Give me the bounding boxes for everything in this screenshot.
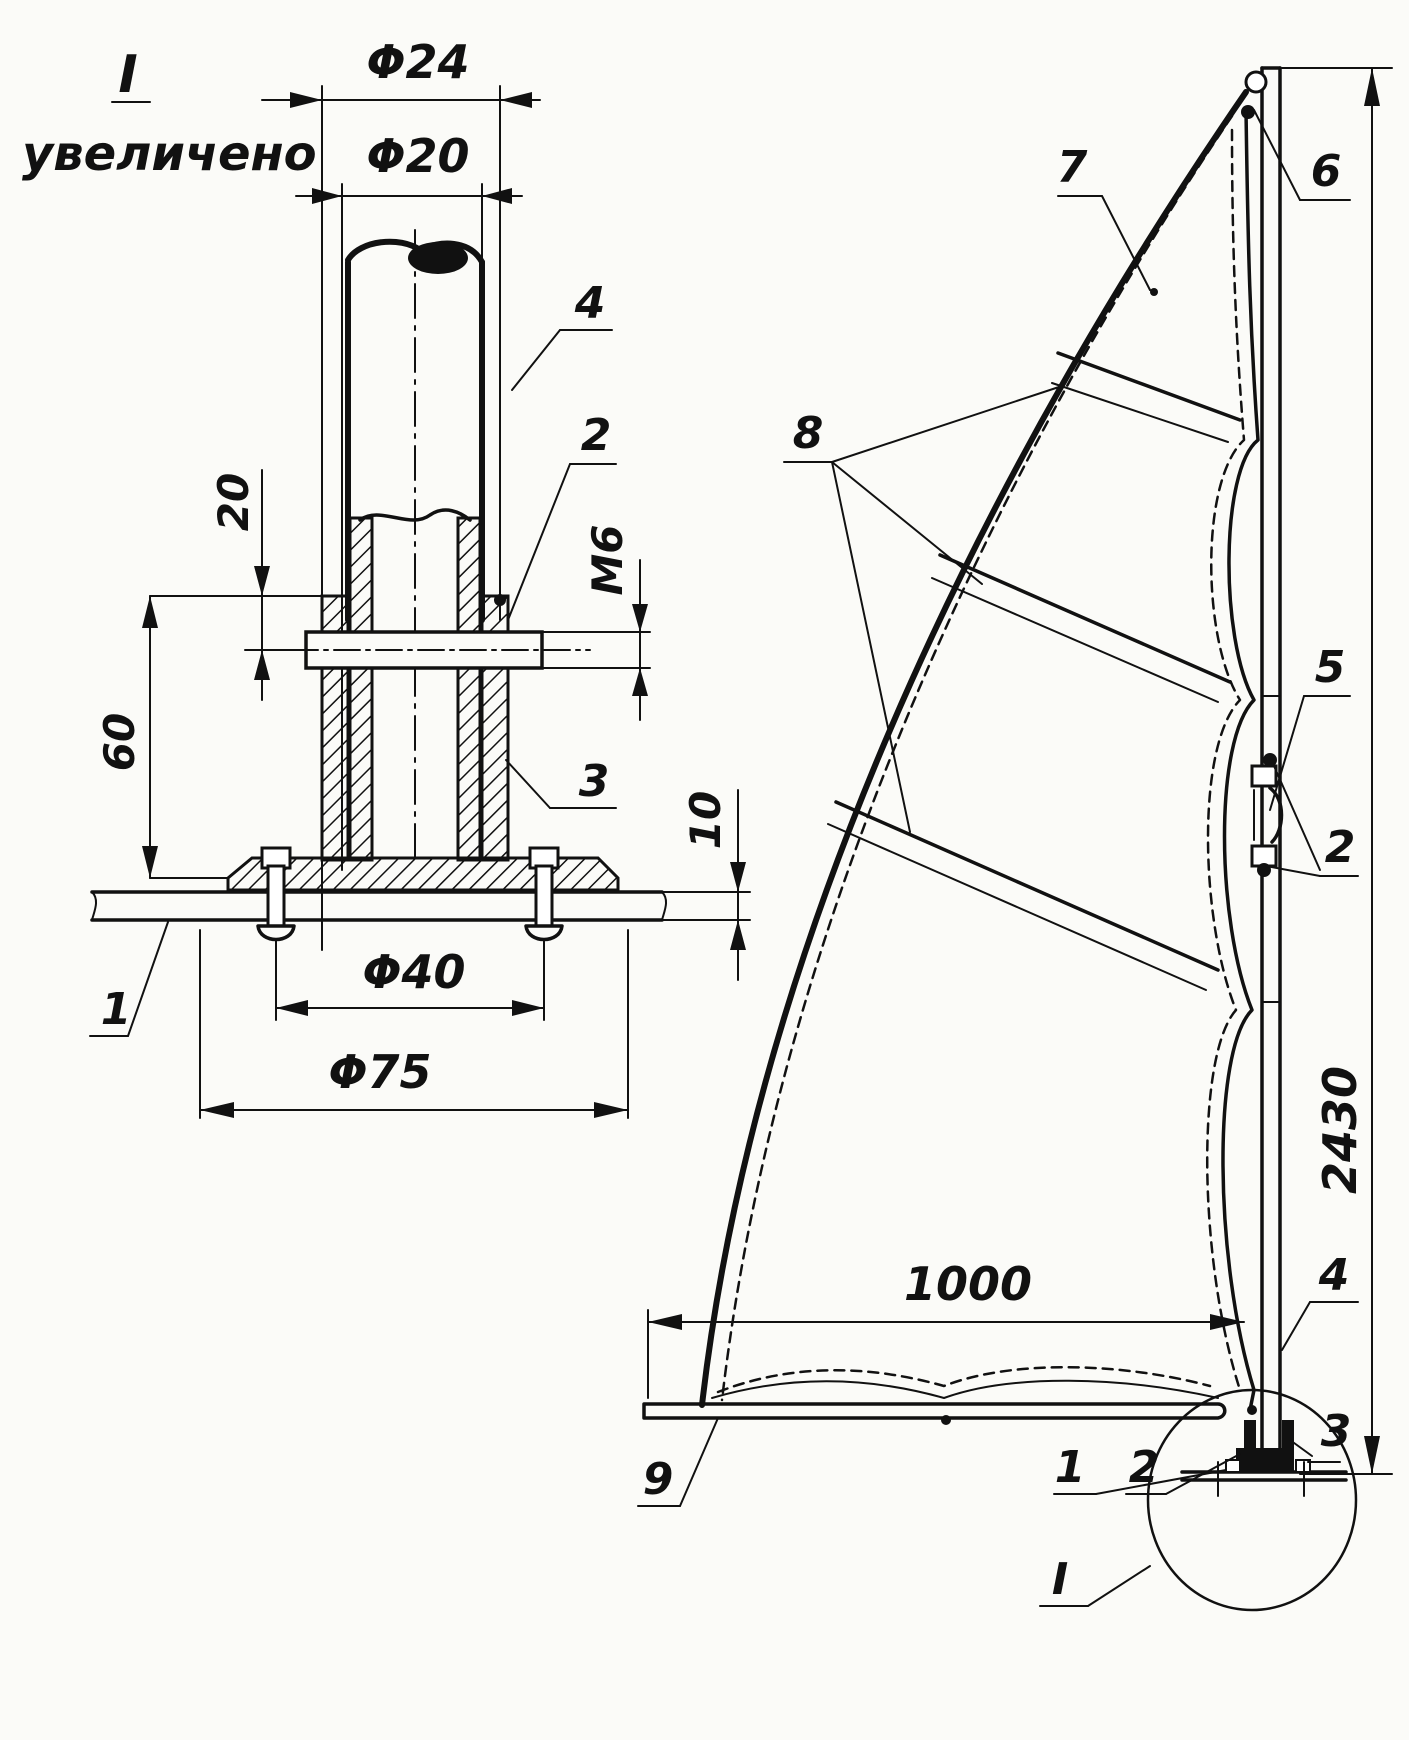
rig-callout-7: 7 bbox=[1057, 142, 1151, 291]
dim-boom-length-label: 1000 bbox=[904, 1257, 1032, 1311]
dim-d-outer: Φ24 bbox=[261, 35, 541, 951]
svg-text:4: 4 bbox=[1318, 1250, 1350, 1301]
dim-boom-length: 1000 bbox=[647, 1257, 1245, 1399]
dim-bolt-offset: 20 bbox=[149, 469, 323, 701]
mast-base bbox=[1146, 1388, 1358, 1612]
rig-callout-2-clamp: 2 bbox=[1265, 765, 1359, 877]
detail-callout-1: 1 bbox=[89, 921, 169, 1037]
svg-text:4: 4 bbox=[574, 278, 606, 329]
dim-mast-height: 2430 bbox=[1281, 67, 1393, 1475]
sail-luff-curve bbox=[699, 89, 1249, 1408]
svg-text:2: 2 bbox=[1325, 822, 1356, 873]
svg-text:2: 2 bbox=[1129, 1442, 1160, 1493]
dim-base-diameter-label: Φ75 bbox=[328, 1045, 431, 1099]
dim-bolt-circle: Φ40 bbox=[275, 939, 545, 1021]
dim-bolt-circle-label: Φ40 bbox=[362, 945, 465, 999]
dim-base-diameter: Φ75 bbox=[199, 929, 629, 1119]
detail-callout-3: 3 bbox=[505, 756, 617, 809]
sail bbox=[699, 89, 1260, 1412]
detail-caption: увеличено bbox=[22, 126, 317, 182]
tube-bore-dark bbox=[408, 242, 468, 274]
detail-callout-2: 2 bbox=[507, 410, 617, 621]
rig-callout-2-base: 2 bbox=[1125, 1442, 1241, 1495]
boom bbox=[642, 1366, 1257, 1425]
dim-base-thickness: 10 bbox=[661, 789, 751, 981]
dim-mast-height-label: 2430 bbox=[1313, 1066, 1367, 1194]
rig-view: 1000 2430 bbox=[637, 66, 1393, 1612]
socket bbox=[249, 516, 591, 862]
rig-callout-8: 8 bbox=[783, 385, 1063, 833]
boom-clamp bbox=[1250, 753, 1284, 877]
rig-callout-6: 6 bbox=[1253, 109, 1351, 201]
svg-text:9: 9 bbox=[643, 1454, 674, 1505]
dim-base-thickness-label: 10 bbox=[681, 791, 730, 849]
svg-text:1: 1 bbox=[1055, 1442, 1086, 1493]
batten-1 bbox=[1056, 351, 1242, 422]
svg-text:7: 7 bbox=[1057, 142, 1088, 193]
batten-2 bbox=[938, 553, 1232, 684]
dim-thread: M6 bbox=[541, 524, 651, 721]
sail-leech bbox=[1221, 108, 1260, 1412]
svg-text:6: 6 bbox=[1311, 146, 1342, 197]
svg-text:2: 2 bbox=[581, 410, 612, 461]
svg-text:8: 8 bbox=[793, 408, 824, 459]
svg-text:1: 1 bbox=[101, 984, 132, 1035]
svg-text:3: 3 bbox=[1321, 1406, 1352, 1457]
dim-bolt-offset-label: 20 bbox=[209, 473, 258, 531]
rig-callout-detail-I: I bbox=[1039, 1554, 1151, 1607]
detail-callout-4: 4 bbox=[511, 278, 613, 391]
mast-tube bbox=[345, 229, 485, 861]
dim-socket-height: 60 bbox=[95, 595, 229, 879]
base-plate bbox=[90, 846, 668, 942]
svg-text:3: 3 bbox=[579, 756, 610, 807]
dim-d-outer-label: Φ24 bbox=[366, 35, 469, 89]
detail-numeral: I bbox=[118, 45, 137, 105]
batten-3 bbox=[834, 800, 1220, 972]
dim-thread-label: M6 bbox=[583, 524, 632, 595]
rig-callout-5: 5 bbox=[1269, 642, 1351, 811]
detail-view: I увеличено Φ24 Φ20 bbox=[22, 35, 751, 1119]
dim-socket-height-label: 60 bbox=[95, 713, 144, 771]
rig-callout-3: 3 bbox=[1289, 1406, 1352, 1463]
svg-text:I: I bbox=[1052, 1554, 1068, 1605]
rig-callout-9: 9 bbox=[637, 1417, 719, 1507]
detail-marker-circle bbox=[1146, 1388, 1358, 1612]
dim-d-inner-label: Φ20 bbox=[366, 129, 469, 183]
svg-text:5: 5 bbox=[1315, 642, 1346, 693]
rig-callout-4: 4 bbox=[1281, 1250, 1359, 1351]
